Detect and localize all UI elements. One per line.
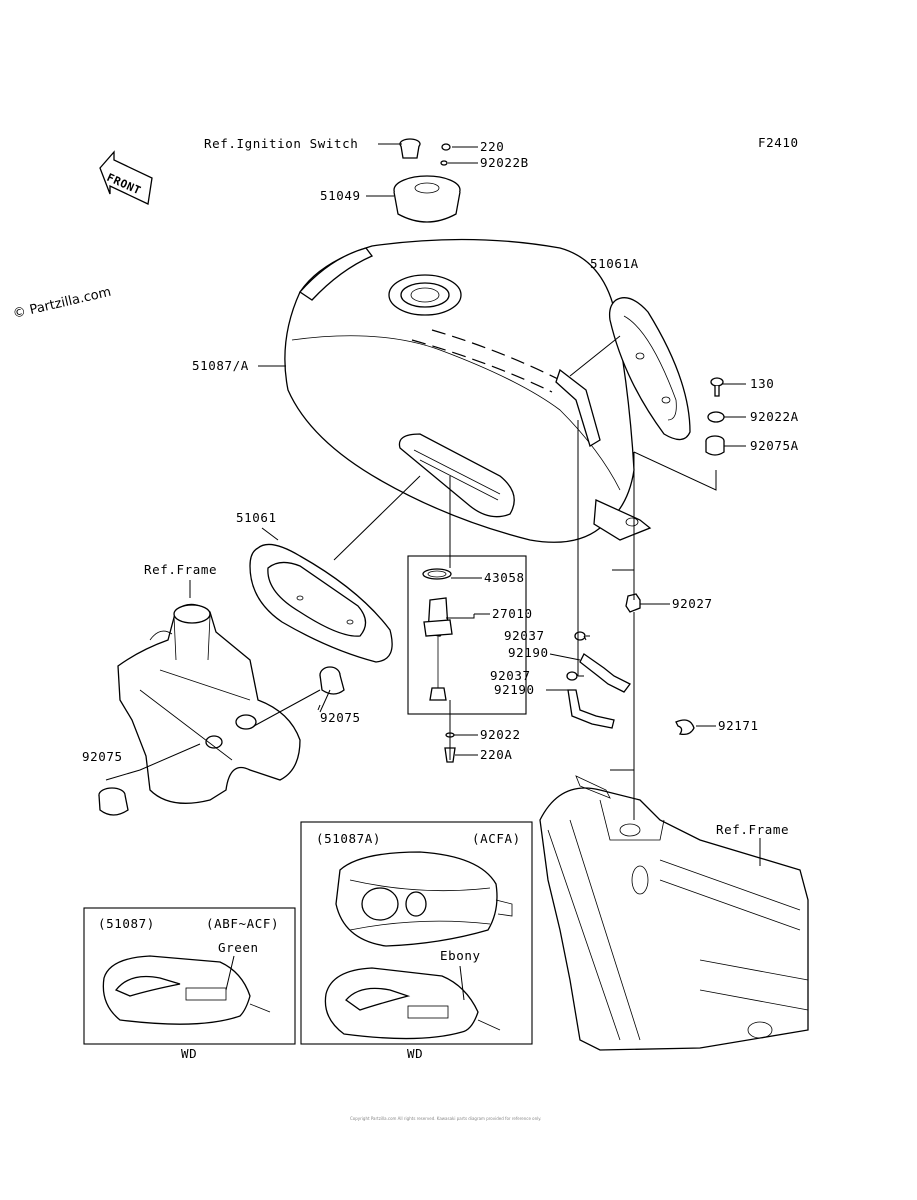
callout-92171: 92171: [718, 718, 759, 733]
damper-92075-left-icon: [98, 787, 129, 816]
inset-right-tank-side-icon: [324, 967, 501, 1040]
callout-51061a: 51061A: [590, 256, 639, 271]
washer-92022b-icon: [440, 160, 448, 166]
inset-left-tank-icon: [102, 955, 271, 1025]
callout-92190-upper: 92190: [508, 645, 549, 660]
clamp-92037-upper-icon: [574, 631, 586, 641]
callout-92075a: 92075A: [750, 438, 799, 453]
clip-92171-icon: [675, 719, 695, 736]
leader-lines: [105, 143, 761, 1001]
bolt-130-icon: [710, 377, 724, 397]
callout-92022a: 92022A: [750, 409, 799, 424]
hose-92190-lower-icon: [567, 689, 615, 729]
callout-92022b: 92022B: [480, 155, 529, 170]
callout-92027: 92027: [672, 596, 713, 611]
fuel-tank-icon: [284, 238, 652, 543]
footer-copyright: Copyright Partzilla.com All rights reser…: [350, 1116, 541, 1121]
inset-right-tank-top-icon: [335, 851, 513, 947]
inset-left-color: Green: [218, 940, 259, 955]
callout-ref-ignition-switch: Ref.Ignition Switch: [204, 136, 358, 151]
figure-code: F2410: [758, 135, 799, 150]
clamp-92037-lower-icon: [566, 671, 578, 681]
callout-92075-right: 92075: [320, 710, 361, 725]
inset-left-variant: (ABF~ACF): [206, 916, 279, 931]
callout-92022: 92022: [480, 727, 521, 742]
inset-right-footer: WD: [407, 1046, 423, 1061]
ignition-switch-cap-icon: [399, 138, 421, 159]
inset-right-variant: (ACFA): [472, 831, 521, 846]
side-cover-51061a-icon: [608, 297, 691, 441]
callout-220a: 220A: [480, 747, 513, 762]
watermark: © Partzilla.com: [12, 285, 113, 322]
callout-43058: 43058: [484, 570, 525, 585]
callout-130: 130: [750, 376, 774, 391]
side-cover-51061-icon: [249, 543, 393, 663]
screw-220-icon: [441, 143, 451, 151]
fuel-valve-27010-icon: [423, 597, 453, 701]
callout-92075-left: 92075: [82, 749, 123, 764]
frame-left-icon: [117, 603, 301, 804]
callout-27010: 27010: [492, 606, 533, 621]
callout-92037-lower: 92037: [490, 668, 531, 683]
callout-51049: 51049: [320, 188, 361, 203]
callout-51087a: 51087/A: [192, 358, 249, 373]
callout-220: 220: [480, 139, 504, 154]
inset-right-color: Ebony: [440, 948, 481, 963]
damper-92027-icon: [625, 593, 641, 613]
gasket-43058-icon: [422, 568, 452, 580]
damper-92075a-icon: [705, 435, 725, 456]
callout-92190-lower: 92190: [494, 682, 535, 697]
inset-right-part: (51087A): [316, 831, 381, 846]
front-arrow-icon: FRONT: [99, 150, 153, 205]
callout-51061: 51061: [236, 510, 277, 525]
callout-92037-upper: 92037: [504, 628, 545, 643]
fuel-valve-group-box: [407, 555, 527, 715]
frame-right-icon: [539, 775, 809, 1051]
washer-92022a-icon: [707, 411, 725, 423]
inset-left-footer: WD: [181, 1046, 197, 1061]
hose-92190-upper-icon: [579, 653, 631, 693]
tank-cap-51049-icon: [393, 175, 461, 223]
callout-ref-frame-left: Ref.Frame: [144, 562, 217, 577]
callout-ref-frame-right: Ref.Frame: [716, 822, 789, 837]
inset-right-box: [300, 821, 533, 1045]
inset-left-box: [83, 907, 296, 1045]
damper-92075-right-icon: [319, 666, 345, 695]
inset-left-part: (51087): [98, 916, 155, 931]
